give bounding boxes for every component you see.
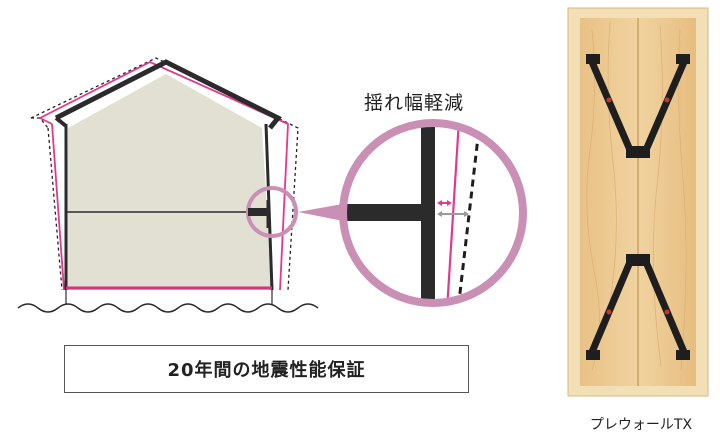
detail-dashed-line <box>456 123 482 303</box>
brace-bottom <box>588 258 688 356</box>
magnifier-ring <box>339 119 527 307</box>
ground-line <box>17 303 319 313</box>
magnifier-detail <box>339 119 527 307</box>
warranty-box: 20年間の地震性能保証 <box>64 345 469 393</box>
house-wall <box>66 74 272 290</box>
wall-panel-photo <box>567 7 709 397</box>
sway-reduction-label: 揺れ幅軽減 <box>364 92 465 114</box>
detail-column <box>421 123 435 303</box>
product-name-caption: プレウォールTX <box>589 417 693 433</box>
sway-outline-dashed-left <box>47 127 63 291</box>
magnifier-connector <box>298 203 348 222</box>
detail-beam <box>343 204 430 221</box>
brace-top <box>588 58 688 154</box>
house-sway-diagram <box>17 57 348 313</box>
house-roof <box>54 59 282 130</box>
sway-outline-reduced <box>39 61 289 291</box>
warranty-text: 20年間の地震性能保証 <box>167 360 366 381</box>
